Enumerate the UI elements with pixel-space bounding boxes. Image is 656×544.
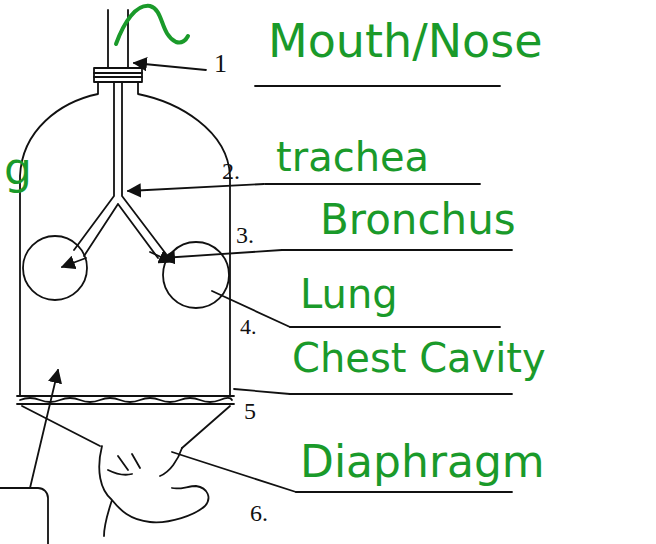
callout-number: 2. [222,158,240,184]
leader-line [172,452,296,492]
answer-text: Diaphragm [300,438,545,486]
answer-text: Chest Cavity [292,336,546,380]
callout-number: 6. [250,500,268,526]
answer-line [282,249,512,251]
answer-text: trachea [276,135,429,179]
bell-jar [20,82,230,396]
answer-line [290,326,500,328]
callout-number: 5 [244,398,256,424]
callout-number: 3. [236,222,254,248]
leader-line [162,250,282,258]
balloon-lung [163,242,229,308]
pointer-arrow [62,258,86,267]
answer-text: Lung [300,272,398,316]
answer-box [0,488,48,544]
leader-line [128,184,264,191]
green-scribble [116,6,188,44]
answer-line [255,85,500,87]
answer-line [290,393,512,395]
balloon-lung [23,236,87,300]
answer-line [265,183,480,185]
answer-text: g [4,145,32,193]
answer-text: Bronchus [320,197,516,243]
stopper-rings [94,73,142,77]
callout-number: 4. [240,315,257,339]
leader-line [234,389,290,394]
callout-number: 1 [214,50,227,79]
trachea-tube [74,82,166,258]
leader-line [134,63,206,70]
answer-text: Mouth/Nose [268,16,543,67]
answer-line [296,491,512,493]
hand [99,446,208,536]
stopper [94,68,142,82]
rubber-sheet [22,406,230,448]
leader-line [30,370,58,488]
